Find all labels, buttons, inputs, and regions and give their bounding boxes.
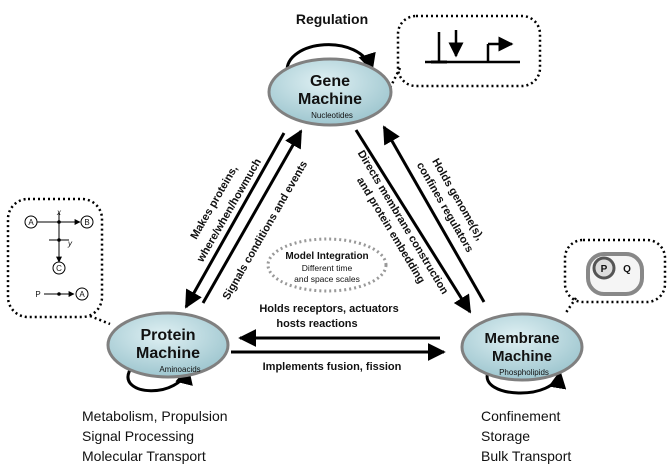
network-node-a: A bbox=[28, 218, 34, 227]
vesicle-callout: P Q bbox=[563, 238, 667, 315]
model-integration-line1: Different time bbox=[302, 263, 353, 273]
network-label-y: y bbox=[67, 239, 73, 248]
membrane-function-item: Storage bbox=[481, 428, 530, 444]
protein-machine-title-line1: Protein bbox=[140, 327, 195, 344]
model-integration: Model Integration Different time and spa… bbox=[266, 237, 388, 293]
protein-machine-title-line2: Machine bbox=[136, 345, 200, 362]
gene-machine-subtitle: Nucleotides bbox=[311, 111, 353, 120]
vesicle-label-p: P bbox=[601, 264, 608, 275]
protein-function-item: Metabolism, Propulsion bbox=[82, 408, 228, 424]
membrane-machine-subtitle: Phospholipids bbox=[499, 368, 549, 377]
network-node-a2: A bbox=[79, 290, 85, 299]
model-integration-line2: and space scales bbox=[294, 274, 360, 284]
vesicle-label-q: Q bbox=[623, 264, 631, 275]
arrow-membrane-to-gene bbox=[382, 125, 486, 303]
network-node-p: P bbox=[35, 290, 40, 299]
arrow-gene-to-membrane bbox=[354, 129, 472, 314]
membrane-machine: Membrane Machine Phospholipids bbox=[460, 312, 584, 382]
protein-function-item: Molecular Transport bbox=[82, 448, 206, 464]
membrane-loop bbox=[485, 370, 567, 395]
protein-machine-subtitle: Aminoacids bbox=[159, 365, 200, 374]
protein-function-list: Metabolism, Propulsion Signal Processing… bbox=[82, 408, 228, 464]
regulation-label: Regulation bbox=[296, 11, 368, 27]
gene-machine-title-line1: Gene bbox=[310, 73, 350, 90]
protein-function-item: Signal Processing bbox=[82, 428, 194, 444]
gene-machine-title-line2: Machine bbox=[298, 91, 362, 108]
gene-machine: Gene Machine Nucleotides bbox=[267, 57, 393, 127]
network-node-c: C bbox=[56, 264, 62, 273]
membrane-machine-title-line2: Machine bbox=[492, 348, 552, 365]
label-holds-receptors-line1: Holds receptors, actuators bbox=[259, 303, 398, 315]
label-holds-receptors-line2: hosts reactions bbox=[276, 318, 357, 330]
membrane-function-item: Bulk Transport bbox=[481, 448, 571, 464]
membrane-function-list: Confinement Storage Bulk Transport bbox=[481, 408, 571, 464]
network-node-b: B bbox=[84, 218, 89, 227]
arrow-gene-to-protein bbox=[184, 132, 286, 309]
gene-regulation-callout bbox=[384, 14, 542, 97]
model-integration-title: Model Integration bbox=[285, 251, 368, 262]
regulation-loop bbox=[285, 43, 376, 73]
membrane-machine-title-line1: Membrane bbox=[484, 330, 559, 347]
protein-network-callout: A B x y C P A bbox=[6, 197, 111, 326]
arrow-protein-to-gene bbox=[201, 129, 303, 304]
label-implements-fusion: Implements fusion, fission bbox=[263, 361, 402, 373]
protein-machine: Protein Machine Aminoacids bbox=[106, 311, 230, 379]
membrane-function-item: Confinement bbox=[481, 408, 560, 424]
